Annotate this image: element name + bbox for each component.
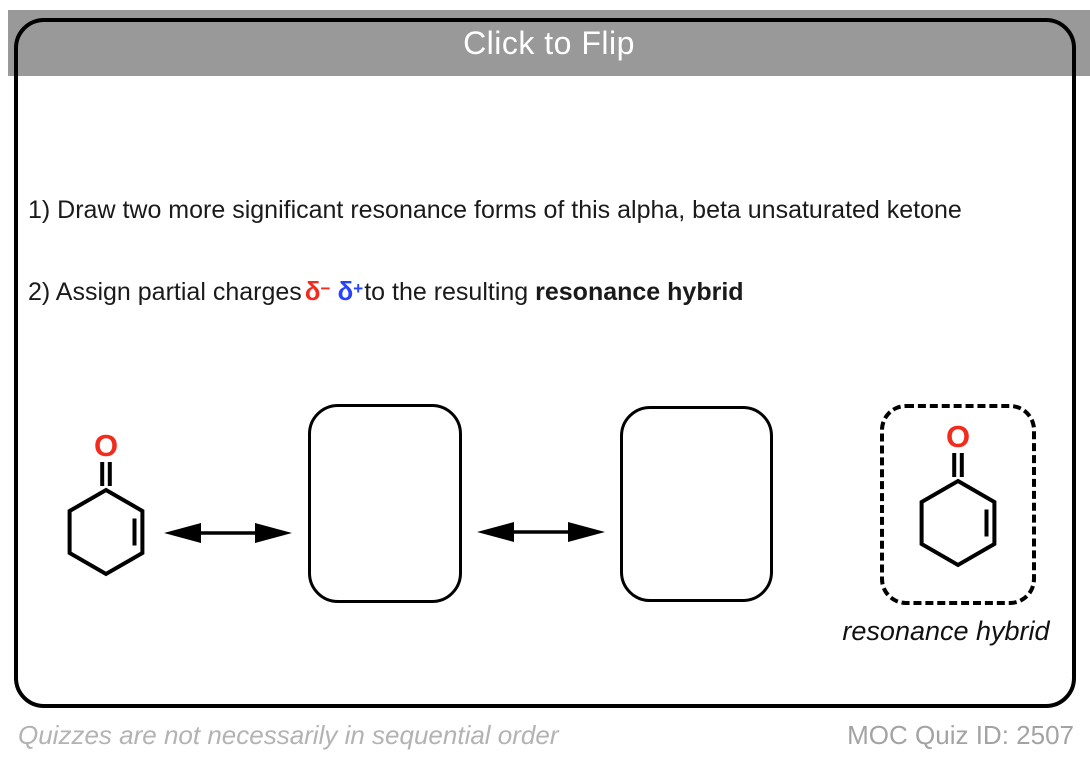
delta-plus-symbol: δ+: [337, 276, 364, 306]
resonance-double-headed-arrow-icon: [477, 522, 605, 542]
banner-title: Click to Flip: [463, 24, 635, 61]
resonance-double-headed-arrow-icon: [164, 523, 292, 543]
cyclohexenone-structure: O: [67, 428, 145, 577]
ring-bond: [919, 478, 997, 568]
delta-minus-symbol: δ−: [304, 276, 331, 306]
oxygen-atom-label: O: [946, 419, 970, 454]
footer-note: Quizzes are not necessarily in sequentia…: [18, 720, 559, 750]
quiz-id-label: MOC Quiz ID: 2507: [847, 720, 1074, 750]
resonance-hybrid-box: [880, 404, 1036, 605]
resonance-hybrid-caption: resonance hybrid: [842, 616, 1050, 646]
ring-bond: [67, 487, 145, 577]
resonance-hybrid-structure: O: [919, 419, 997, 568]
oxygen-atom-label: O: [94, 428, 118, 463]
answer-box-2: [620, 406, 773, 602]
quiz-flashcard[interactable]: [14, 18, 1076, 708]
question-1-text: 1) Draw two more significant resonance f…: [28, 196, 962, 224]
question-1: 1) Draw two more significant resonance f…: [28, 196, 962, 225]
question-2-prefix: 2) Assign partial charges: [28, 278, 302, 306]
answer-box-1: [308, 404, 462, 603]
question-2-middle: to the resulting: [364, 278, 536, 306]
question-2-bold: resonance hybrid: [535, 278, 744, 306]
